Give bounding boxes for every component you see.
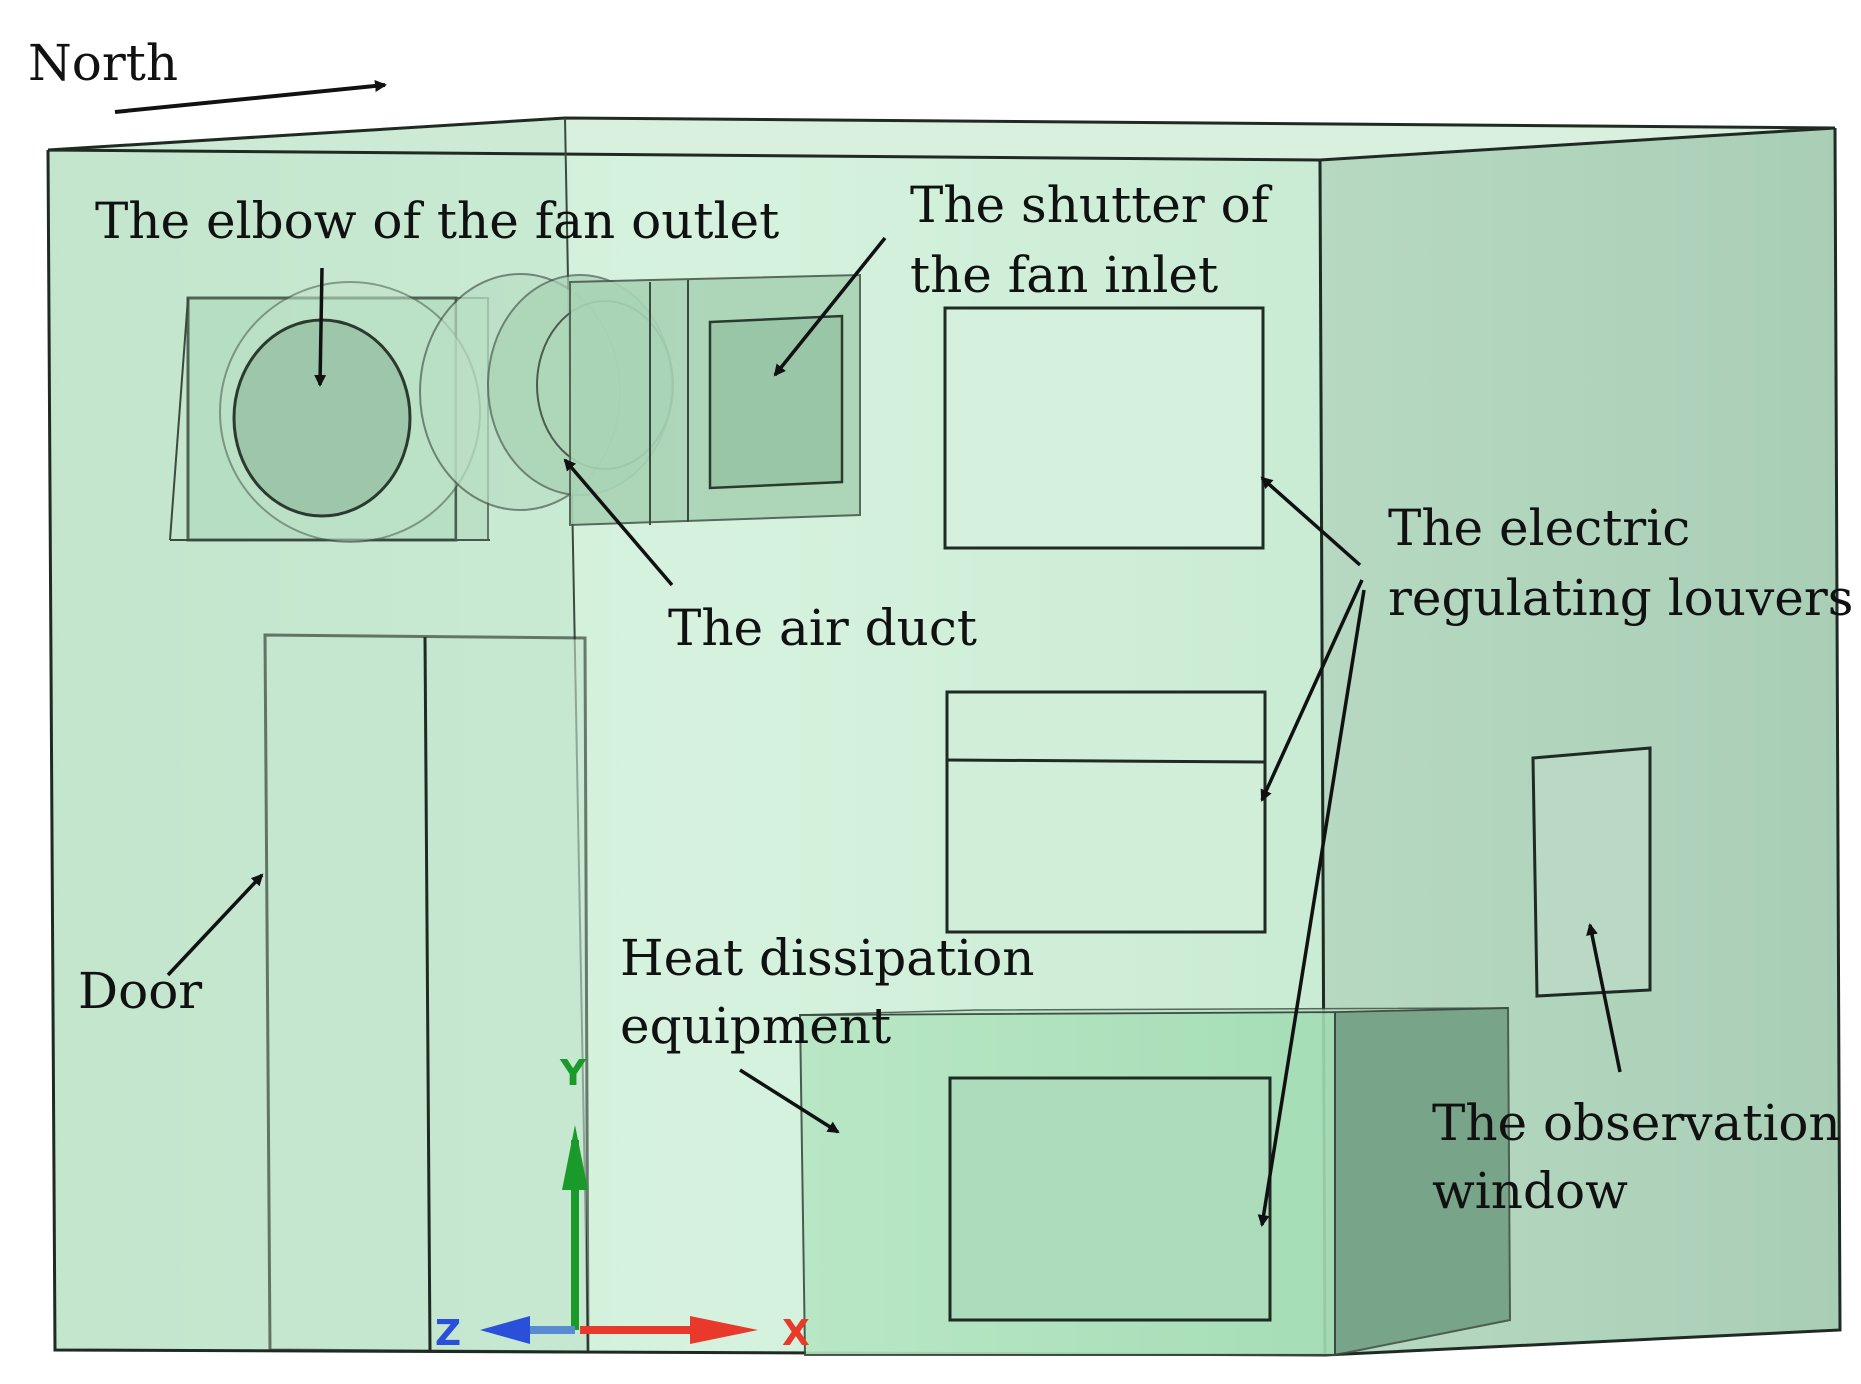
louver-upper [943,306,1265,550]
observation-window [1531,746,1652,998]
north-arrow [114,80,387,114]
window-leader-arrow [1586,923,1622,1073]
y-axis-arrowhead [562,1125,588,1190]
heat-leader-arrow [739,1068,840,1134]
elbow-box-side-edge [169,297,189,541]
elbow-label: The elbow of the fan outlet [95,192,779,250]
heat-label-line2: equipment [620,997,891,1055]
door-split-line [423,636,432,1352]
y-axis-label: Y [559,1053,587,1094]
elbow-leader-arrow [314,267,327,387]
x-axis-arrowhead [690,1316,758,1344]
z-axis-arrowhead [480,1316,530,1344]
room-top-edges [47,116,1836,162]
north-label: North [28,34,178,92]
shutter-label-line2: the fan inlet [910,246,1218,304]
louver-lower [948,1076,1272,1322]
louver-middle-leader-arrow [1260,579,1364,802]
heat-label-line1: Heat dissipation [620,929,1035,987]
z-axis-label: Z [435,1313,461,1354]
louver-middle [945,690,1267,934]
air-duct-label: The air duct [668,599,977,657]
shutter-leader-arrow [773,236,887,377]
louver-middle-divider [946,758,1266,764]
heat-equipment-top [799,1007,1509,1016]
door-leader-arrow [166,873,264,977]
air-duct-leader-arrow [563,458,674,587]
louvers-label-line1: The electric [1388,499,1690,557]
room-side-edges [1324,127,1842,1357]
door-label: Door [78,962,202,1020]
window-label-line2: window [1432,1162,1628,1220]
window-label-line1: The observation [1432,1094,1841,1152]
x-axis-label: X [782,1313,810,1354]
louver-upper-leader-arrow [1260,476,1362,567]
shutter-label-line1: The shutter of [910,176,1273,234]
louvers-label-line2: regulating louvers [1388,569,1853,627]
fan-inlet-shutter [708,314,844,490]
louver-lower-leader-arrow [1257,589,1366,1227]
